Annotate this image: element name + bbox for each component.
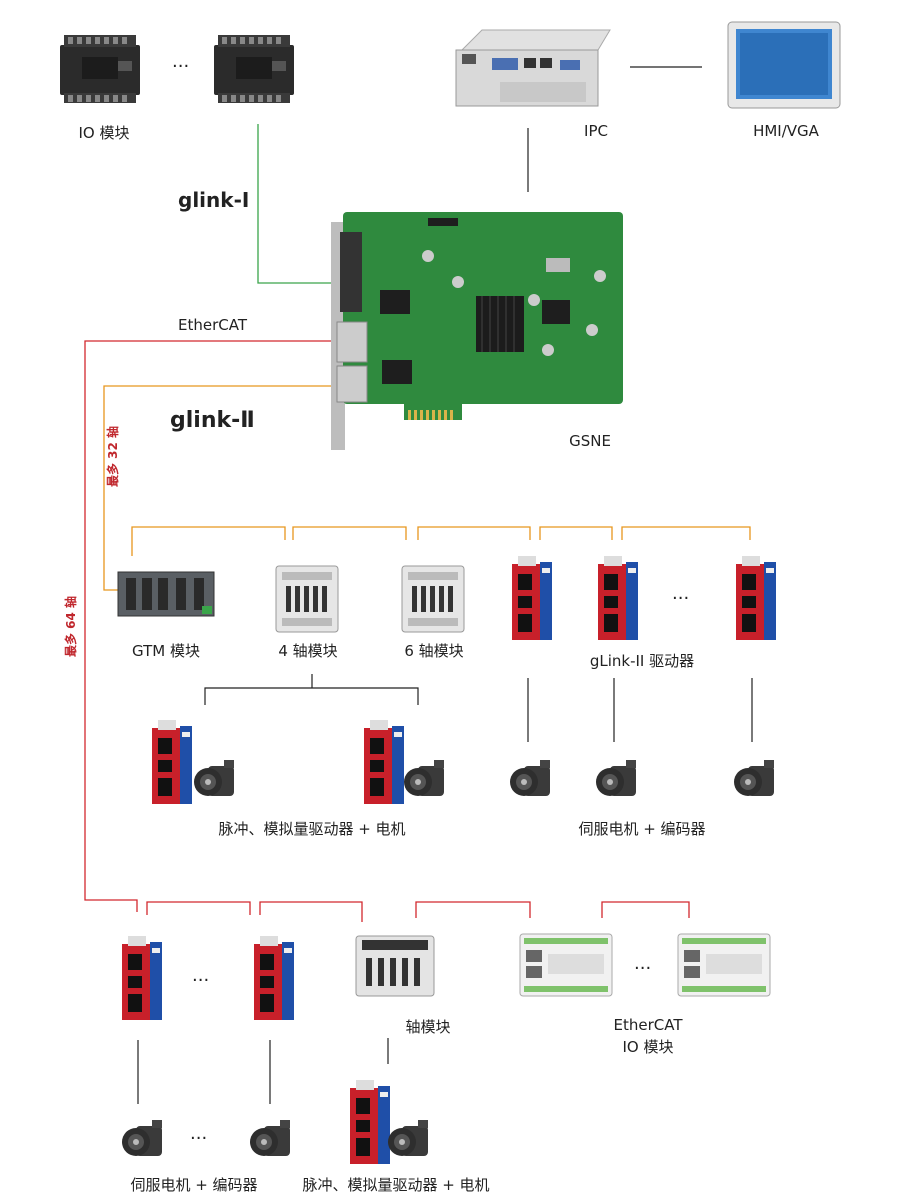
gsne-label: GSNE	[569, 432, 611, 450]
ipc-device	[455, 29, 611, 107]
glink2-driver-3	[736, 556, 776, 640]
ethercat-label: EtherCAT	[178, 316, 247, 334]
motor-3	[388, 1120, 428, 1156]
servo-encoder-label-2: 伺服电机 + 编码器	[130, 1176, 258, 1194]
glink1-logo: glink-Ⅰ	[178, 188, 250, 212]
servo-encoder-label-1: 伺服电机 + 编码器	[578, 820, 706, 838]
servo-motor-3	[734, 760, 774, 796]
ellipsis-glink2: ···	[672, 588, 690, 609]
axis6-module	[401, 565, 465, 633]
axis6-label: 6 轴模块	[404, 642, 464, 660]
io-module-2	[214, 35, 294, 103]
servo-motor-2	[596, 760, 636, 796]
hmi-label: HMI/VGA	[753, 122, 819, 140]
servo-motor-5	[250, 1120, 290, 1156]
glink2-logo: glink-Ⅱ	[170, 408, 255, 433]
io-module-1	[60, 35, 140, 103]
ellipsis-io: ···	[172, 56, 190, 77]
io-module-label: IO 模块	[78, 124, 130, 142]
ipc-label: IPC	[584, 122, 608, 140]
ecat-axis-module	[355, 935, 435, 997]
ellipsis-servo: ···	[190, 1128, 208, 1149]
servo-motor-4	[122, 1120, 162, 1156]
pulse-driver-2	[364, 720, 404, 804]
gtm-module	[117, 571, 215, 617]
ethercat-io-label-1: EtherCAT	[613, 1016, 683, 1034]
ethercat-io-label-2: IO 模块	[622, 1038, 674, 1056]
motor-1	[194, 760, 234, 796]
glink2-driver-2	[598, 556, 638, 640]
max64-label: 最多 64 轴	[64, 595, 79, 658]
ethercat-io-module-1	[519, 933, 613, 997]
ecat-driver-2	[254, 936, 294, 1020]
ethercat-io-module-2	[677, 933, 771, 997]
gtm-label: GTM 模块	[132, 642, 200, 660]
axis4-label: 4 轴模块	[278, 642, 338, 660]
ellipsis-ecat-driver: ···	[192, 970, 210, 991]
pulse-motor-label-2: 脉冲、模拟量驱动器 + 电机	[302, 1176, 490, 1194]
glink2-driver-1	[512, 556, 552, 640]
servo-motor-1	[510, 760, 550, 796]
axis-module-label: 轴模块	[405, 1018, 451, 1036]
gsne-board	[331, 212, 623, 450]
pulse-motor-label-1: 脉冲、模拟量驱动器 + 电机	[218, 820, 406, 838]
pulse-driver-3	[350, 1080, 390, 1164]
hmi-monitor	[727, 21, 841, 109]
ellipsis-ecat-io: ···	[634, 958, 652, 979]
ecat-driver-1	[122, 936, 162, 1020]
axis4-module	[275, 565, 339, 633]
pulse-driver-1	[152, 720, 192, 804]
glink2-driver-label: gLink-II 驱动器	[589, 652, 695, 670]
motor-2	[404, 760, 444, 796]
max32-label: 最多 32 轴	[106, 425, 121, 488]
